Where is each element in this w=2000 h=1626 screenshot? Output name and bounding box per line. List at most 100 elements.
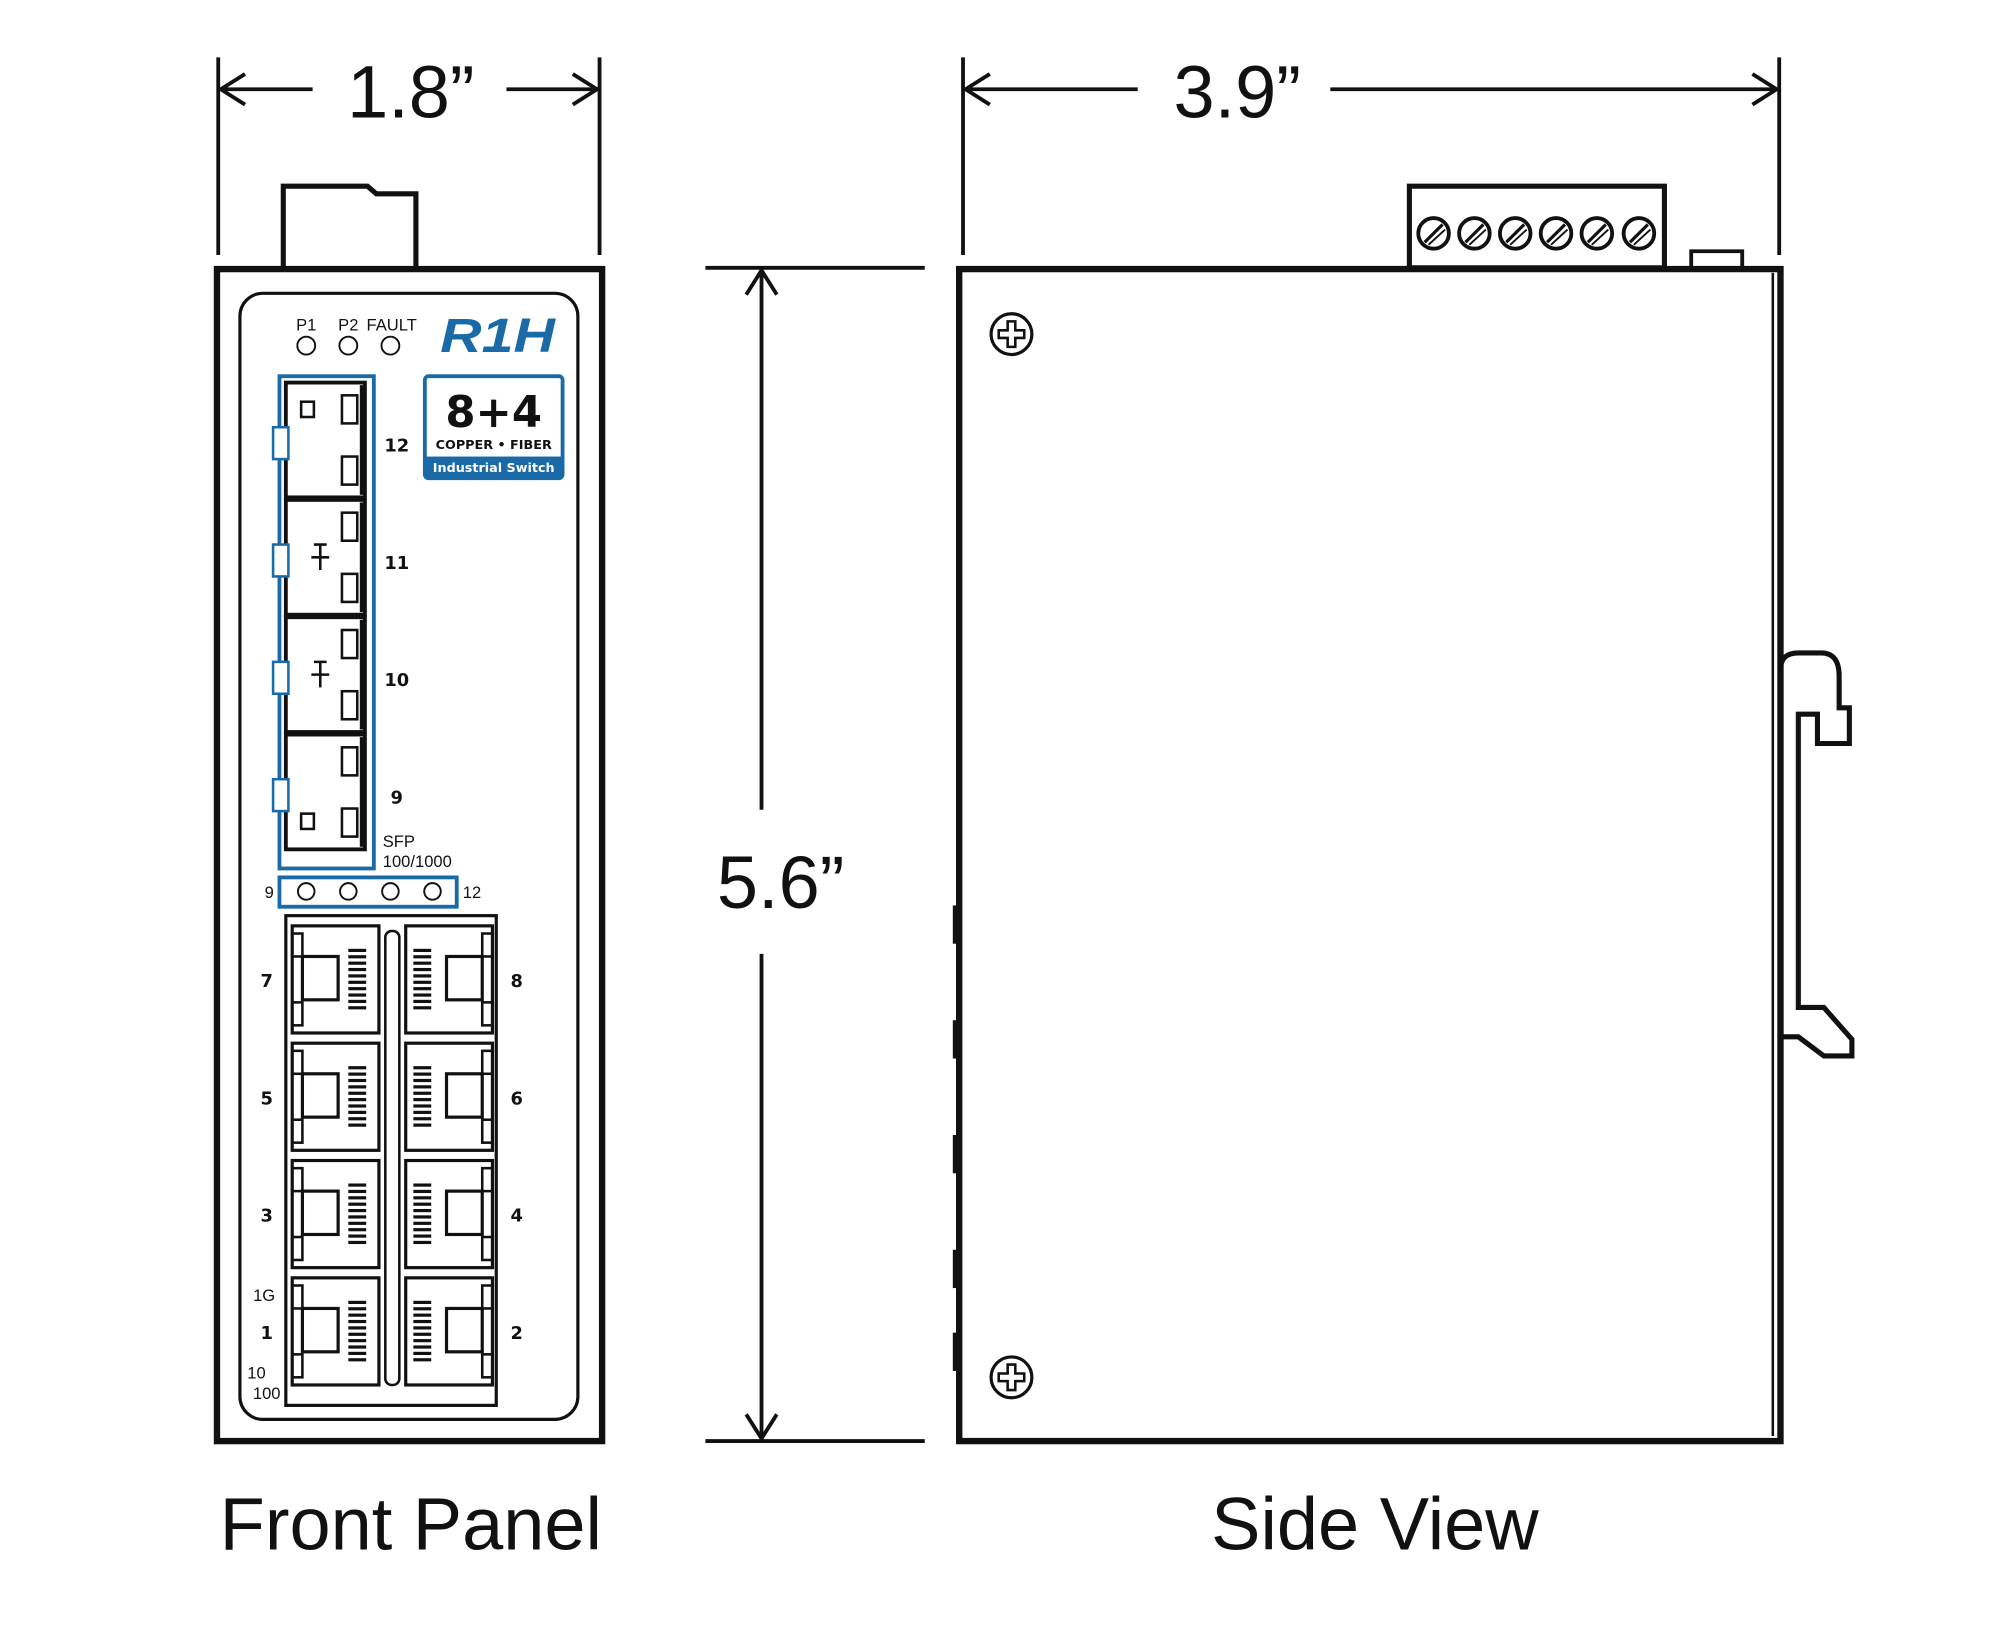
- sfp-port-label: 10: [384, 670, 409, 691]
- sfp-edge: [359, 619, 365, 730]
- rj45-port[interactable]: 2: [404, 1276, 523, 1387]
- rj45-led: [290, 1284, 304, 1310]
- sfp-port[interactable]: 9: [271, 732, 403, 852]
- rj45-pin: [348, 993, 367, 997]
- rj45-led: [290, 1235, 304, 1262]
- rj45-led: [290, 1049, 304, 1076]
- sfp-led: [339, 882, 358, 901]
- sfp-led-strip: [277, 875, 459, 909]
- rj45-led: [480, 1049, 494, 1076]
- rj45-pin: [413, 1123, 432, 1127]
- rj45-led: [480, 1284, 494, 1310]
- sfp-cage: [283, 732, 367, 852]
- rj45-port[interactable]: 5: [260, 1041, 381, 1152]
- sfp-led: [296, 882, 316, 901]
- speed-label-100: 100: [253, 1384, 281, 1403]
- rj45-pin: [348, 1326, 367, 1330]
- rj45-pin: [348, 1183, 367, 1187]
- rj45-pin: [413, 1072, 432, 1076]
- rj45-pin: [413, 1208, 432, 1213]
- sfp-latch: [271, 660, 290, 696]
- product-badge: 8+4 COPPER • FIBER Industrial Switch: [422, 374, 565, 481]
- rj45-pin: [413, 955, 432, 959]
- sfp-contact: [340, 455, 359, 486]
- led-label-p1: P1: [296, 315, 316, 334]
- rj45-led: [290, 932, 304, 958]
- led-label-p2: P2: [338, 315, 358, 334]
- width-dimension-front: 1.8”: [216, 50, 602, 256]
- sfp-port[interactable]: 12: [271, 380, 409, 500]
- speed-label-10: 10: [247, 1364, 265, 1383]
- rj45-block: [284, 914, 498, 1407]
- rj45-pin: [348, 1117, 367, 1121]
- rj45-pin: [348, 1307, 367, 1311]
- rj45-pin: [348, 1066, 367, 1070]
- rj45-pin: [413, 1215, 432, 1219]
- rj45-pin: [348, 1332, 367, 1336]
- sfp-led: [381, 882, 400, 901]
- terminal-screw-icon: [1621, 216, 1657, 251]
- sfp-latch: [271, 777, 290, 813]
- rj45-led: [480, 1118, 494, 1144]
- screw-icon: [989, 1355, 1034, 1400]
- rj45-pin: [348, 974, 367, 978]
- front-panel: P1 P2 FAULT R1H 8+4 COPPER • FIBER Indus…: [213, 183, 606, 1445]
- rj45-pin: [348, 1085, 367, 1089]
- rj45-opening: [444, 1072, 484, 1119]
- sfp-speed-label: 100/1000: [383, 852, 452, 871]
- rj45-port[interactable]: 6: [404, 1041, 523, 1152]
- rj45-pin: [348, 1123, 367, 1127]
- sfp-port[interactable]: 10: [271, 615, 409, 734]
- width-front-label: 1.8”: [347, 50, 474, 133]
- rj45-pin: [413, 1234, 432, 1238]
- sfp-port-label: 11: [384, 553, 409, 574]
- rj45-port-label: 3: [260, 1206, 272, 1227]
- badge-count: 8+4: [445, 388, 542, 438]
- rj45-pin: [413, 1110, 432, 1114]
- rj45-pin: [348, 1208, 367, 1213]
- sfp-port[interactable]: 11: [271, 498, 409, 617]
- rj45-pin: [348, 1358, 367, 1362]
- rj45-port-label: 4: [510, 1206, 522, 1227]
- led-fault: [380, 335, 401, 356]
- rj45-pin: [413, 1091, 432, 1095]
- terminal-screw-icon: [1457, 216, 1492, 251]
- rj45-pin: [348, 1110, 367, 1114]
- width-dimension-side: 3.9”: [961, 50, 1782, 256]
- rj45-led: [290, 1118, 304, 1144]
- rj45-opening: [444, 1306, 484, 1354]
- rj45-pin: [348, 955, 367, 959]
- rj45-port[interactable]: 3: [260, 1158, 381, 1270]
- sfp-contact: [340, 628, 359, 660]
- rj45-pin: [413, 1085, 432, 1089]
- rj45-pin: [413, 999, 432, 1004]
- sfp-window: [299, 400, 316, 419]
- rj45-port[interactable]: 1: [260, 1276, 381, 1387]
- rj45-port-label: 2: [510, 1323, 522, 1344]
- rj45-pin: [413, 1078, 432, 1083]
- rj45-port-label: 5: [260, 1088, 272, 1109]
- rj45-led: [480, 1001, 494, 1027]
- rj45-pin: [413, 1104, 432, 1108]
- rj45-pin: [348, 999, 367, 1004]
- rj45-pin: [413, 1332, 432, 1336]
- sfp-label: SFP: [383, 832, 415, 851]
- side-latch: [952, 1135, 960, 1174]
- sfp-cage: [283, 380, 367, 500]
- rj45-pin: [413, 948, 432, 953]
- side-latch: [952, 1249, 960, 1289]
- sfp-edge: [359, 502, 365, 613]
- rj45-port[interactable]: 4: [404, 1158, 523, 1270]
- rj45-pin: [348, 1098, 367, 1102]
- rj45-port[interactable]: 7: [260, 924, 381, 1035]
- side-housing: [956, 265, 1784, 1445]
- rj45-port[interactable]: 8: [404, 924, 523, 1035]
- rj45-pin: [413, 1117, 432, 1121]
- rj45-port-label: 8: [510, 971, 522, 992]
- brand-logo: R1H: [440, 309, 556, 363]
- caption-front-panel: Front Panel: [220, 1482, 602, 1565]
- sfp-mark: [311, 543, 330, 571]
- rj45-led: [480, 1166, 494, 1193]
- rj45-pin: [348, 1221, 367, 1225]
